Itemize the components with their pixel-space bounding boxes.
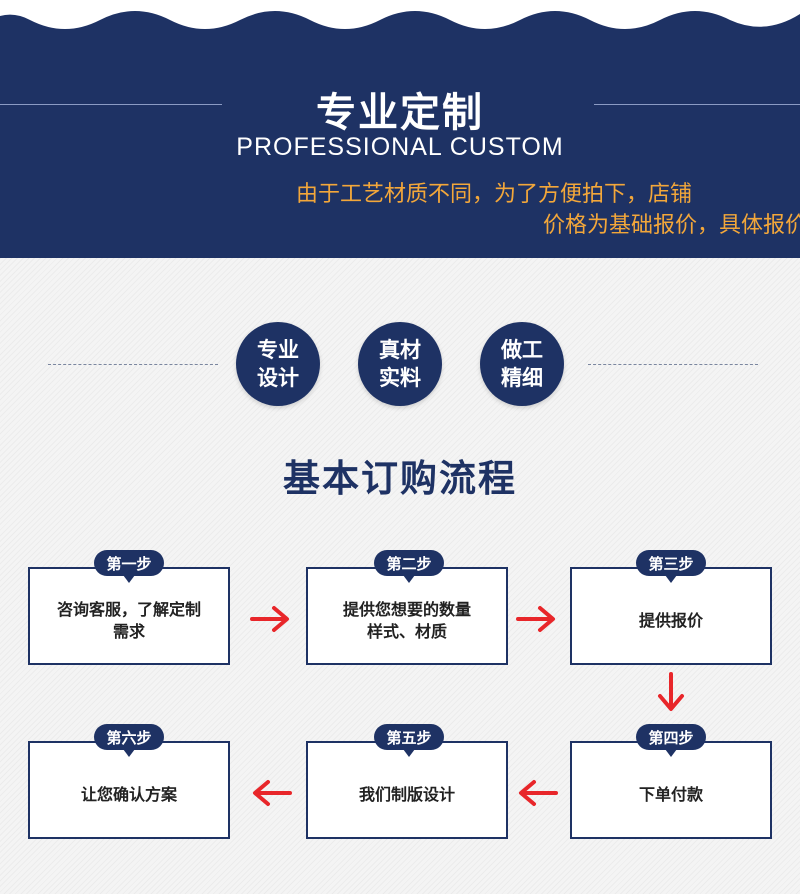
feature-badge-text: 真材 [379, 338, 421, 362]
arrow-right-icon [516, 606, 555, 632]
step-label-2: 第二步 [374, 550, 444, 583]
step-text-line: 样式、材质 [366, 622, 447, 641]
title-divider-right [594, 104, 800, 105]
feature-badge-text: 专业 [257, 338, 299, 362]
feature-badge-text: 实料 [379, 366, 421, 390]
header-banner: 专业定制 PROFESSIONAL CUSTOM 由于工艺材质不同，为了方便拍下… [0, 0, 800, 258]
step-label-4: 第四步 [636, 724, 706, 757]
step-box-5: 我们制版设计 [306, 741, 508, 839]
step-text-line: 下单付款 [638, 785, 703, 804]
wave-decoration [0, 0, 800, 29]
feature-badge-text: 设计 [257, 366, 299, 390]
title-divider-left [0, 104, 222, 105]
feature-badge-craft: 做工 精细 [480, 322, 564, 406]
step-text: 提供您想要的数量 样式、材质 [343, 599, 471, 643]
step-box-1: 咨询客服，了解定制 需求 [28, 567, 230, 665]
step-text: 咨询客服，了解定制 需求 [57, 599, 201, 643]
features-divider-right [588, 364, 758, 365]
feature-badge-design: 专业 设计 [236, 322, 320, 406]
step-text-line: 提供您想要的数量 [342, 600, 471, 619]
step-label-6: 第六步 [94, 724, 164, 757]
arrow-left-icon [253, 780, 292, 806]
step-box-6: 让您确认方案 [28, 741, 230, 839]
price-note-line2: 价格为基础报价，具体报价，请咨询在线客服。 [542, 213, 800, 238]
banner-subtitle: PROFESSIONAL CUSTOM [236, 133, 564, 161]
step-text-line: 我们制版设计 [358, 785, 455, 804]
features-divider-left [48, 364, 218, 365]
step-text-line: 需求 [112, 622, 145, 641]
step-box-3: 提供报价 [570, 567, 772, 665]
step-box-4: 下单付款 [570, 741, 772, 839]
feature-badge-text: 做工 [501, 338, 543, 362]
step-text-line: 咨询客服，了解定制 [56, 600, 201, 619]
step-text: 我们制版设计 [359, 784, 455, 806]
process-title: 基本订购流程 [283, 457, 517, 500]
step-label-3: 第三步 [636, 550, 706, 583]
banner-title: 专业定制 [316, 90, 484, 136]
price-note-line1: 由于工艺材质不同，为了方便拍下，店铺 [295, 182, 692, 207]
step-text: 提供报价 [639, 610, 703, 632]
step-label-5: 第五步 [374, 724, 444, 757]
arrow-down-icon [658, 672, 684, 711]
step-text: 让您确认方案 [81, 784, 177, 806]
arrow-right-icon [250, 606, 289, 632]
arrow-left-icon [519, 780, 558, 806]
step-text-line: 提供报价 [638, 611, 703, 630]
step-label-1: 第一步 [94, 550, 164, 583]
feature-badge-text: 精细 [501, 366, 543, 390]
feature-badge-material: 真材 实料 [358, 322, 442, 406]
step-text: 下单付款 [639, 784, 703, 806]
step-text-line: 让您确认方案 [80, 785, 177, 804]
